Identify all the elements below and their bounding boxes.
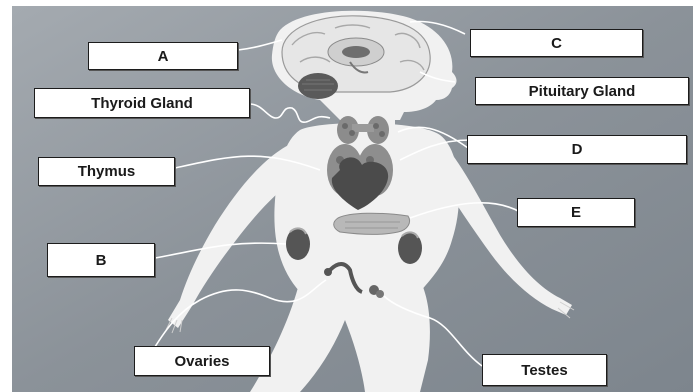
label-c: C — [470, 29, 643, 57]
pancreas — [334, 213, 410, 234]
label-thymus: Thymus — [38, 157, 175, 186]
label-a: A — [88, 42, 238, 70]
label-e: E — [517, 198, 635, 227]
label-pituitary-gland: Pituitary Gland — [475, 77, 689, 105]
label-b: B — [47, 243, 155, 277]
label-thyroid-gland: Thyroid Gland — [34, 88, 250, 118]
label-d: D — [467, 135, 687, 164]
label-testes: Testes — [482, 354, 607, 386]
brain — [282, 16, 430, 99]
label-ovaries: Ovaries — [134, 346, 270, 376]
